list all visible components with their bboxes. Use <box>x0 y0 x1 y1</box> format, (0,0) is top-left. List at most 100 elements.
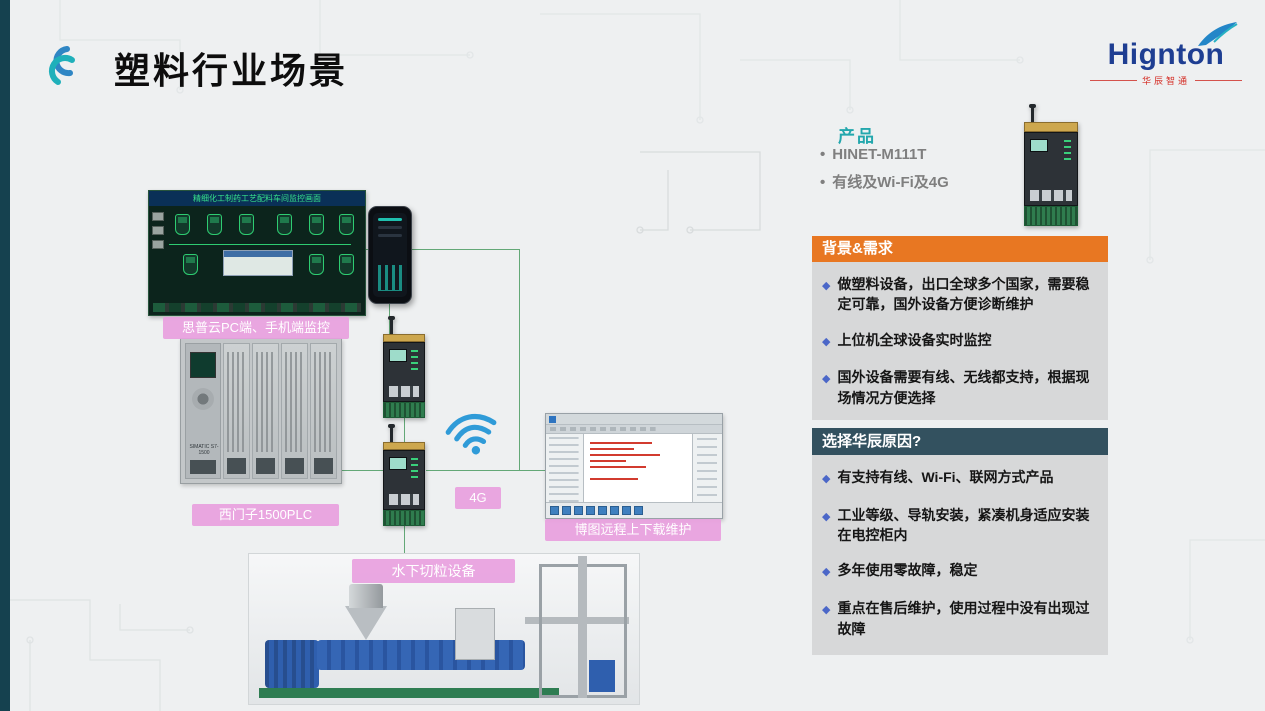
pipe-line <box>169 244 351 245</box>
tank-icon <box>339 254 354 275</box>
machine-motor <box>265 640 319 688</box>
antenna-icon <box>388 316 395 334</box>
gateway-device-lower <box>383 424 425 526</box>
gateway-leds <box>411 350 418 372</box>
requirement-item: 国外设备需要有线、无线都支持，根据现场情况方便选择 <box>822 367 1098 408</box>
scada-bottom-strip <box>153 303 361 312</box>
tank-icon <box>339 214 354 235</box>
plc-io-module <box>310 343 337 479</box>
tia-icon <box>634 506 643 515</box>
connector-line <box>519 249 520 471</box>
diamond-bullet-icon <box>822 367 837 408</box>
gateway-screen <box>1030 139 1048 152</box>
tia-icon <box>574 506 583 515</box>
product-item-connectivity: 有线及Wi-Fi及4G <box>820 171 949 192</box>
reason-item: 重点在售后维护，使用过程中没有出现过故障 <box>822 598 1098 639</box>
diamond-bullet-icon <box>822 598 837 639</box>
company-cloud-logo-icon <box>49 46 75 85</box>
product-gateway-photo <box>1024 104 1078 226</box>
connector-line <box>342 470 383 471</box>
gateway-ports <box>389 494 419 505</box>
tia-task-panel <box>692 434 722 502</box>
tank-icon <box>309 214 324 235</box>
gateway-ports <box>389 386 419 397</box>
gateway-terminal-block <box>1024 206 1078 226</box>
tia-editor <box>584 434 692 502</box>
section-header-reasons: 选择华辰原因? <box>812 428 1108 455</box>
brand-subtitle: 华辰智通 <box>1090 74 1242 87</box>
label-tia: 博图远程上下载维护 <box>545 519 721 541</box>
diamond-bullet-icon <box>822 560 837 583</box>
machine-pump <box>589 660 615 692</box>
page-title: 塑料行业场景 <box>114 50 349 91</box>
tia-status-row <box>546 502 722 518</box>
connector-line <box>426 470 546 471</box>
machine-hopper <box>349 584 383 608</box>
gateway-terminal-block <box>383 402 425 418</box>
antenna-icon <box>1029 104 1036 122</box>
label-plc: 西门子1500PLC <box>192 504 339 526</box>
gateway-screen <box>389 457 407 470</box>
reason-item: 有支持有线、Wi-Fi、联网方式产品 <box>822 467 1098 490</box>
connector-line <box>366 249 520 250</box>
machine-pipe <box>525 617 629 624</box>
diamond-bullet-icon <box>822 330 837 353</box>
reason-item: 多年使用零故障，稳定 <box>822 560 1098 583</box>
gateway-ports <box>1030 190 1072 201</box>
phone-chart <box>378 265 402 291</box>
label-4g: 4G <box>455 487 501 509</box>
gateway-terminal-block <box>383 510 425 526</box>
tia-icon <box>610 506 619 515</box>
label-machine: 水下切粒设备 <box>352 559 515 583</box>
scada-button <box>152 226 164 235</box>
requirement-item: 上位机全球设备实时监控 <box>822 330 1098 353</box>
scada-screenshot: 精细化工制药工艺配料车间监控画面 <box>148 190 366 316</box>
tia-icon <box>562 506 571 515</box>
gateway-top-cap <box>383 334 425 342</box>
tank-icon <box>309 254 324 275</box>
phone-screen <box>373 213 407 297</box>
gateway-top-cap <box>1024 122 1078 132</box>
plc-cpu-module: SIMATIC S7-1500 <box>185 343 221 479</box>
scada-button <box>152 212 164 221</box>
gateway-leds <box>411 458 418 480</box>
connector-line <box>404 526 405 554</box>
tia-project-tree <box>546 434 584 502</box>
phone-ui-line <box>378 218 402 221</box>
plc-model-label: SIMATIC S7-1500 <box>189 444 219 456</box>
diamond-bullet-icon <box>822 467 837 490</box>
requirement-item: 做塑料设备，出口全球多个国家，需要稳定可靠，国外设备方便诊断维护 <box>822 274 1098 315</box>
machine-base <box>259 688 559 698</box>
reason-item: 工业等级、导轨安装，紧凑机身适应安装在电控柜内 <box>822 505 1098 546</box>
brand-bird-icon <box>1198 22 1238 46</box>
tia-toolbar <box>546 425 722 434</box>
gateway-body <box>383 450 425 510</box>
plc-io-module <box>252 343 279 479</box>
gateway-leds <box>1064 140 1071 162</box>
tank-icon <box>207 214 222 235</box>
tank-icon <box>277 214 292 235</box>
left-accent-bar <box>0 0 10 711</box>
gateway-top-cap <box>383 442 425 450</box>
product-heading: 产品 <box>838 127 876 146</box>
tia-icon <box>598 506 607 515</box>
tia-icon <box>622 506 631 515</box>
mobile-phone <box>368 206 412 304</box>
scada-title: 精细化工制药工艺配料车间监控画面 <box>149 191 365 206</box>
tia-portal-screenshot <box>545 413 723 519</box>
siemens-plc: SIMATIC S7-1500 <box>180 338 342 484</box>
tia-main-area <box>546 434 722 502</box>
antenna-icon <box>388 424 395 442</box>
diamond-bullet-icon <box>822 274 837 315</box>
scada-dialog <box>223 250 293 276</box>
plc-display <box>190 352 216 378</box>
plc-connector <box>190 460 216 474</box>
tank-icon <box>175 214 190 235</box>
plc-io-module <box>281 343 308 479</box>
gateway-screen <box>389 349 407 362</box>
diamond-bullet-icon <box>822 505 837 546</box>
machine-riser-pipe <box>578 556 587 698</box>
tia-icon <box>586 506 595 515</box>
tank-icon <box>183 254 198 275</box>
